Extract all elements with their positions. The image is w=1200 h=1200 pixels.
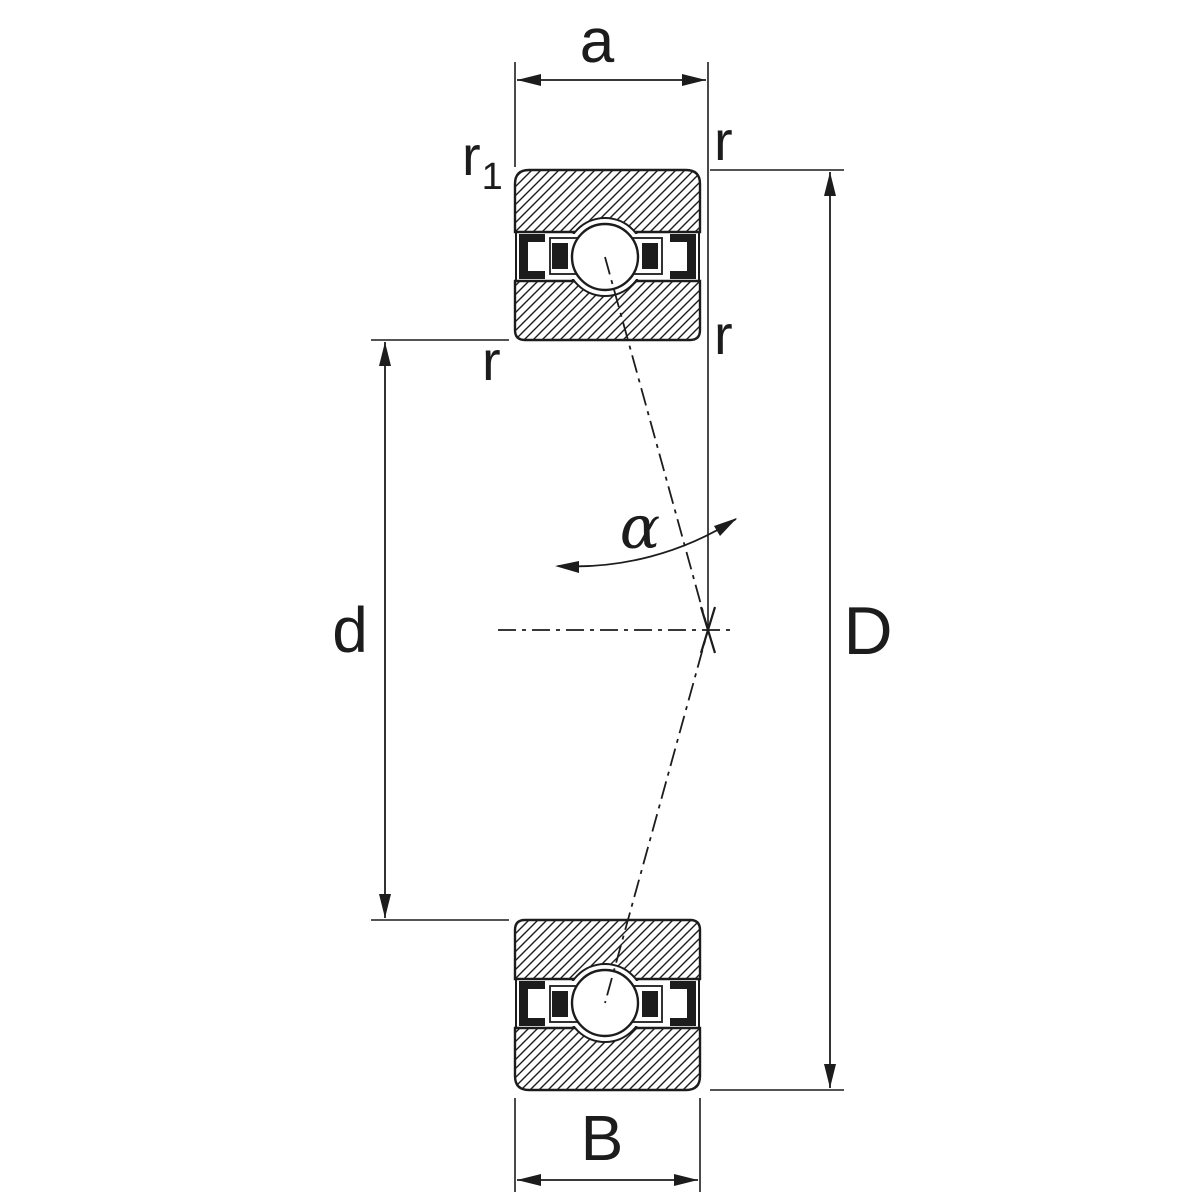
inner-ring-bottom [513,918,702,981]
arrow-B-right [674,1174,698,1186]
label-r-top-right: r [714,109,733,172]
cage-pocket-left-bottom [552,991,568,1017]
cage-pocket-right-bottom [642,991,658,1017]
label-r1: r1 [462,124,503,198]
outer-ring-top [513,168,702,234]
label-r-right-mid: r [714,303,733,366]
label-r1-base: r [462,124,481,187]
angle-arrow-left [555,561,579,573]
bottom-bearing-section [513,918,702,1092]
label-r-left-mid: r [482,329,501,392]
arrow-D-top [824,172,836,196]
label-a: a [580,7,615,76]
label-D: D [843,593,892,669]
arrow-a-left [517,74,541,86]
arrow-a-right [682,74,706,86]
label-B: B [581,1102,624,1174]
dimension-d: d [332,339,509,921]
label-r1-sub: 1 [482,156,503,198]
dimension-D: D [710,169,893,1091]
seal-left-bottom [519,981,545,1026]
seal-right-bottom [670,981,696,1026]
seal-right-top [670,234,696,279]
arrow-D-bottom [824,1064,836,1088]
contact-angle-annotation: α [555,493,737,573]
cage-pocket-left-top [552,243,568,269]
outer-ring-bottom [513,1026,702,1092]
arrow-B-left [517,1174,541,1186]
inner-ring-top [513,279,702,342]
arrow-d-top [379,342,391,366]
label-alpha: α [620,493,661,563]
corner-radius-labels: r1 r r r [462,109,733,392]
arrow-d-bottom [379,894,391,918]
seal-left-top [519,234,545,279]
label-d: d [332,594,368,666]
angle-arrow-right [714,518,737,536]
dimension-B: B [514,1098,701,1192]
top-bearing-section [513,168,702,342]
cage-pocket-right-top [642,243,658,269]
